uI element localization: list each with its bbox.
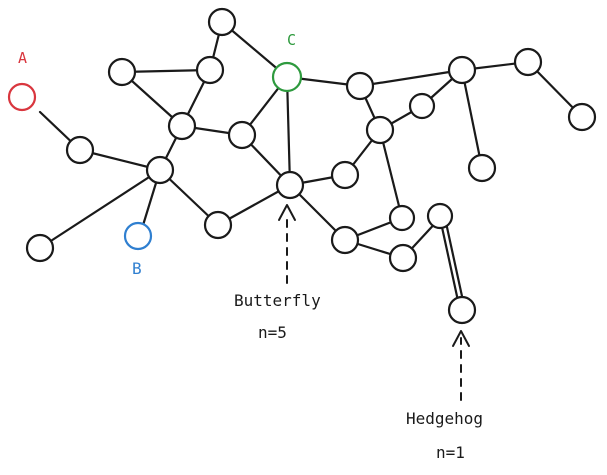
node-a[interactable] xyxy=(7,82,37,112)
node[interactable] xyxy=(107,57,137,87)
node[interactable] xyxy=(330,160,360,190)
node[interactable] xyxy=(408,92,436,120)
node-b-label: B xyxy=(132,259,142,278)
edge xyxy=(438,216,462,312)
node[interactable] xyxy=(227,120,257,150)
hedgehog-count: n=1 xyxy=(436,443,465,462)
node[interactable] xyxy=(195,55,225,85)
edge xyxy=(443,216,467,312)
butterfly-arrow xyxy=(278,204,296,284)
butterfly-label: Butterfly xyxy=(234,291,321,310)
hedgehog-label: Hedgehog xyxy=(406,409,483,428)
node[interactable] xyxy=(203,210,233,240)
node[interactable] xyxy=(25,233,55,263)
hedgehog-arrow xyxy=(452,330,470,401)
node[interactable] xyxy=(167,111,197,141)
node[interactable] xyxy=(345,71,375,101)
node[interactable] xyxy=(467,153,497,183)
node-a-label: A xyxy=(18,49,27,67)
node[interactable] xyxy=(330,225,360,255)
node-c-label: C xyxy=(287,31,296,49)
node-hedgehog[interactable] xyxy=(447,295,477,325)
node-b[interactable] xyxy=(123,221,153,251)
butterfly-count: n=5 xyxy=(258,323,287,342)
node-c[interactable] xyxy=(271,61,303,93)
edge xyxy=(38,168,162,250)
node-butterfly[interactable] xyxy=(275,170,305,200)
node[interactable] xyxy=(388,204,416,232)
node[interactable] xyxy=(145,155,175,185)
edge xyxy=(358,68,464,88)
edge xyxy=(460,68,484,170)
nodes xyxy=(7,7,597,325)
node[interactable] xyxy=(567,102,597,132)
node[interactable] xyxy=(513,47,543,77)
edge xyxy=(120,68,212,74)
node[interactable] xyxy=(365,115,395,145)
node[interactable] xyxy=(65,135,95,165)
edge xyxy=(378,128,404,220)
edge xyxy=(285,75,292,187)
node[interactable] xyxy=(207,7,237,37)
node[interactable] xyxy=(388,243,418,273)
node[interactable] xyxy=(447,55,477,85)
node[interactable] xyxy=(426,202,454,230)
